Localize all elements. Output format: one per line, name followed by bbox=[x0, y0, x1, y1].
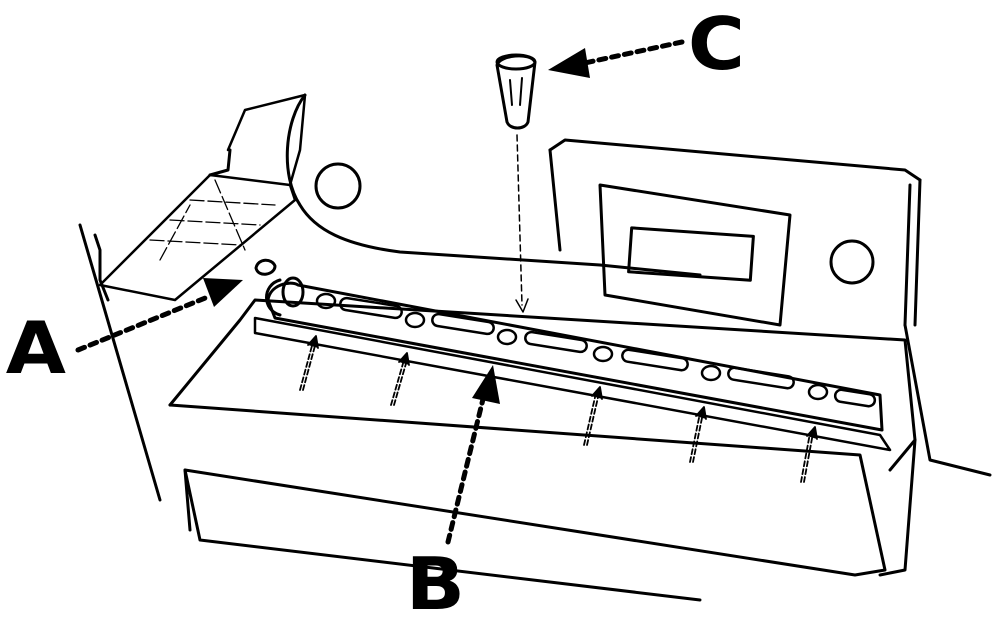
callout-label-a: A bbox=[5, 306, 66, 390]
insert-arrow-head bbox=[695, 406, 707, 420]
rail-end-left bbox=[281, 276, 305, 308]
upper-housing bbox=[285, 93, 702, 277]
control-panel bbox=[598, 183, 792, 327]
rail-slot bbox=[727, 366, 795, 390]
insert-arrow-head bbox=[307, 335, 319, 349]
callout-arrow-c bbox=[577, 39, 685, 67]
peg-slits bbox=[509, 77, 523, 106]
insert-arrow bbox=[586, 392, 600, 446]
callout-arrowhead-c bbox=[548, 48, 590, 78]
right-side bbox=[878, 323, 992, 577]
peg-top bbox=[495, 53, 537, 71]
display-window bbox=[627, 226, 755, 282]
lower-base bbox=[183, 468, 702, 602]
upper-housing-right bbox=[548, 138, 922, 182]
insert-arrow bbox=[393, 359, 408, 406]
insert-arrow bbox=[689, 412, 701, 463]
screw-hole bbox=[700, 364, 722, 382]
insert-arrow bbox=[583, 392, 597, 446]
left-knob bbox=[314, 162, 362, 210]
callout-arrowhead-a bbox=[203, 278, 243, 307]
rail-body bbox=[266, 281, 884, 432]
callout-label-b: B bbox=[405, 542, 466, 626]
printer-body-left-inner bbox=[93, 233, 110, 302]
paper-flap-side bbox=[208, 148, 232, 177]
screw-hole bbox=[315, 292, 337, 310]
insert-arrow bbox=[390, 359, 405, 406]
insert-arrow-head bbox=[806, 426, 818, 440]
paper-flap-top bbox=[226, 93, 307, 187]
insert-arrow-head bbox=[591, 386, 603, 400]
screw-hole bbox=[404, 311, 426, 329]
rail-slot bbox=[833, 388, 877, 408]
paper-flap-grid bbox=[149, 179, 276, 261]
insert-arrow-head bbox=[398, 352, 410, 366]
rail-slot bbox=[621, 348, 689, 372]
insert-arrows bbox=[299, 335, 818, 483]
callout-arrowhead-b bbox=[472, 365, 500, 404]
rail-lower-edge bbox=[253, 316, 892, 452]
rail-slot bbox=[431, 312, 495, 336]
callout-arrow-a bbox=[75, 293, 213, 353]
insert-arrow bbox=[803, 432, 814, 483]
insert-arrow bbox=[800, 432, 811, 483]
rail-slots bbox=[339, 296, 877, 408]
peg-drop-arrowhead bbox=[515, 298, 529, 313]
upper-right-panel bbox=[548, 148, 922, 327]
peg-body bbox=[495, 54, 537, 130]
screw-hole bbox=[807, 383, 829, 401]
latch-a bbox=[254, 258, 277, 276]
rail-slot bbox=[524, 330, 588, 354]
insert-arrow bbox=[299, 341, 314, 391]
front-recess bbox=[168, 298, 917, 472]
peg-c bbox=[495, 53, 537, 130]
insert-arrow bbox=[302, 341, 317, 391]
peg-drop-line bbox=[516, 134, 523, 306]
printer-body-left-edge bbox=[78, 223, 162, 502]
rail-slot bbox=[339, 296, 403, 320]
insert-arrow bbox=[692, 412, 704, 463]
rail-screws bbox=[315, 292, 829, 401]
right-knob bbox=[829, 239, 875, 285]
callout-arrow-b bbox=[445, 392, 487, 545]
rail-end-cap bbox=[265, 278, 282, 317]
callout-label-c: C bbox=[687, 2, 745, 86]
screw-hole bbox=[592, 345, 614, 363]
screw-hole bbox=[496, 328, 518, 346]
paper-flap bbox=[98, 173, 297, 302]
